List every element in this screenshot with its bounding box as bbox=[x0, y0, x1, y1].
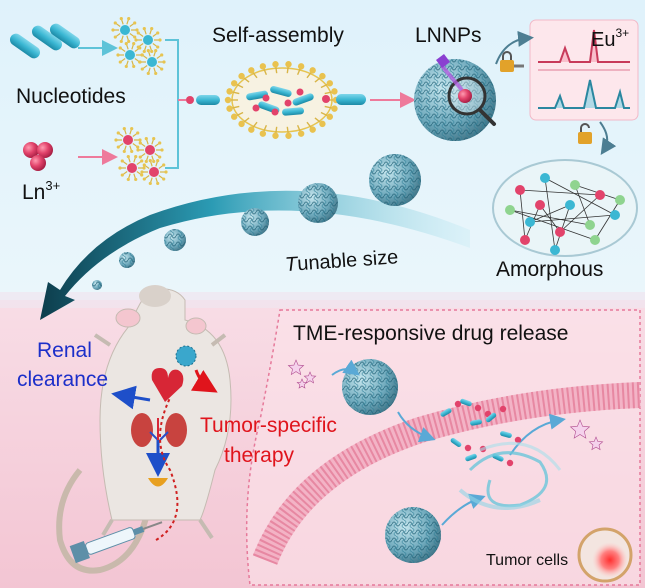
swirl-release bbox=[458, 441, 562, 510]
self-assembly-structure bbox=[224, 61, 366, 139]
eu-label: Eu3+ bbox=[591, 26, 629, 51]
tumor-cell-icon bbox=[577, 527, 633, 583]
ln-ball-icon bbox=[30, 155, 46, 171]
released-fragments bbox=[440, 398, 522, 467]
micelle-cluster-bottom bbox=[114, 126, 168, 186]
cyan-rod-icon bbox=[31, 25, 63, 51]
self-assembly-label: Self-assembly bbox=[212, 24, 344, 47]
bladder-icon bbox=[148, 478, 168, 487]
lock-icon bbox=[500, 51, 524, 72]
unlock-icon bbox=[578, 123, 592, 144]
tunable-ribbon bbox=[40, 190, 470, 320]
tme-nanoparticle-2 bbox=[385, 507, 441, 563]
tme-nanoparticle-1 bbox=[342, 359, 398, 415]
heart-icon bbox=[151, 368, 184, 402]
amorphous-ellipse bbox=[492, 159, 638, 257]
nucleotide-rods bbox=[9, 23, 81, 59]
curved-arrow bbox=[40, 190, 470, 320]
ln-ball-icon bbox=[37, 142, 53, 158]
bracket bbox=[165, 39, 179, 169]
lnnp-particle bbox=[414, 54, 496, 141]
amorphous-label: Amorphous bbox=[496, 258, 603, 281]
mouse-illustration bbox=[56, 285, 232, 574]
tumor-virus-icon bbox=[175, 345, 197, 367]
micelle-cluster-top bbox=[111, 16, 166, 76]
tme-title: TME-responsive drug release bbox=[293, 322, 568, 345]
laser-icon bbox=[440, 64, 464, 92]
eu-spectra-card: Eu3+ bbox=[529, 19, 639, 121]
lnnps-label: LNNPs bbox=[415, 24, 482, 47]
tunable-particles bbox=[92, 154, 421, 290]
ln-ball-icon bbox=[23, 142, 39, 158]
kidney-icon bbox=[131, 413, 187, 470]
nucleotides-label: Nucleotides bbox=[16, 85, 126, 108]
renal-label-1: Renal bbox=[37, 339, 92, 362]
renal-label-2: clearance bbox=[17, 368, 108, 391]
tumor-label-1: Tumor-specific bbox=[200, 414, 337, 437]
syringe-icon bbox=[69, 521, 163, 564]
cyan-rod-icon bbox=[49, 23, 81, 49]
tumor-cells-label: Tumor cells bbox=[486, 552, 568, 569]
cyan-rod-icon bbox=[9, 33, 41, 59]
tumor-label-2: therapy bbox=[224, 444, 295, 467]
ln-balls bbox=[23, 142, 53, 171]
ln-label: Ln3+ bbox=[22, 178, 60, 204]
stars-group bbox=[287, 359, 604, 451]
